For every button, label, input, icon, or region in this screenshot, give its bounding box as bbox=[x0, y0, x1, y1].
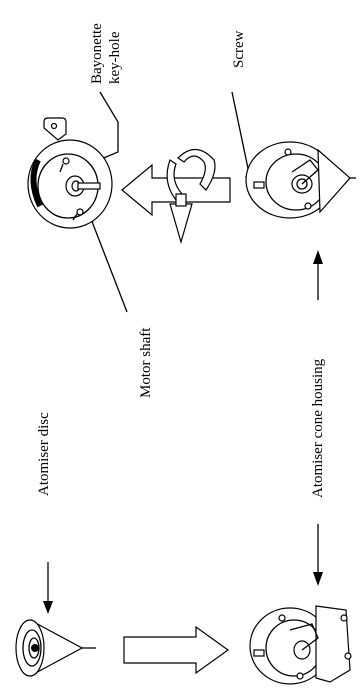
cone-housing-icon bbox=[245, 141, 356, 219]
atomiser-disc-cone-icon bbox=[15, 619, 96, 677]
cone-housing-double-arrow bbox=[313, 250, 323, 586]
atomiser-cone-housing-label: Atomiser cone housing bbox=[310, 358, 326, 498]
atomiser-disc-leader-arrow bbox=[43, 562, 53, 614]
fill-direction-arrow-icon bbox=[123, 625, 230, 675]
motor-assembly-icon bbox=[27, 117, 113, 229]
bayonette-label-line2: key-hole bbox=[107, 31, 123, 84]
motor-shaft-label: Motor shaft bbox=[138, 327, 154, 398]
rotation-arrow-icon bbox=[121, 148, 231, 245]
bayonette-keyhole-label: Bayonette key-hole bbox=[89, 23, 123, 84]
atomiser-disc-label: Atomiser disc bbox=[36, 412, 52, 496]
bayonette-keyhole-icon bbox=[59, 157, 84, 221]
bayonette-label-line1: Bayonette bbox=[89, 23, 105, 84]
cone-housing-icon-2 bbox=[249, 605, 352, 685]
screw-label: Screw bbox=[231, 30, 247, 68]
